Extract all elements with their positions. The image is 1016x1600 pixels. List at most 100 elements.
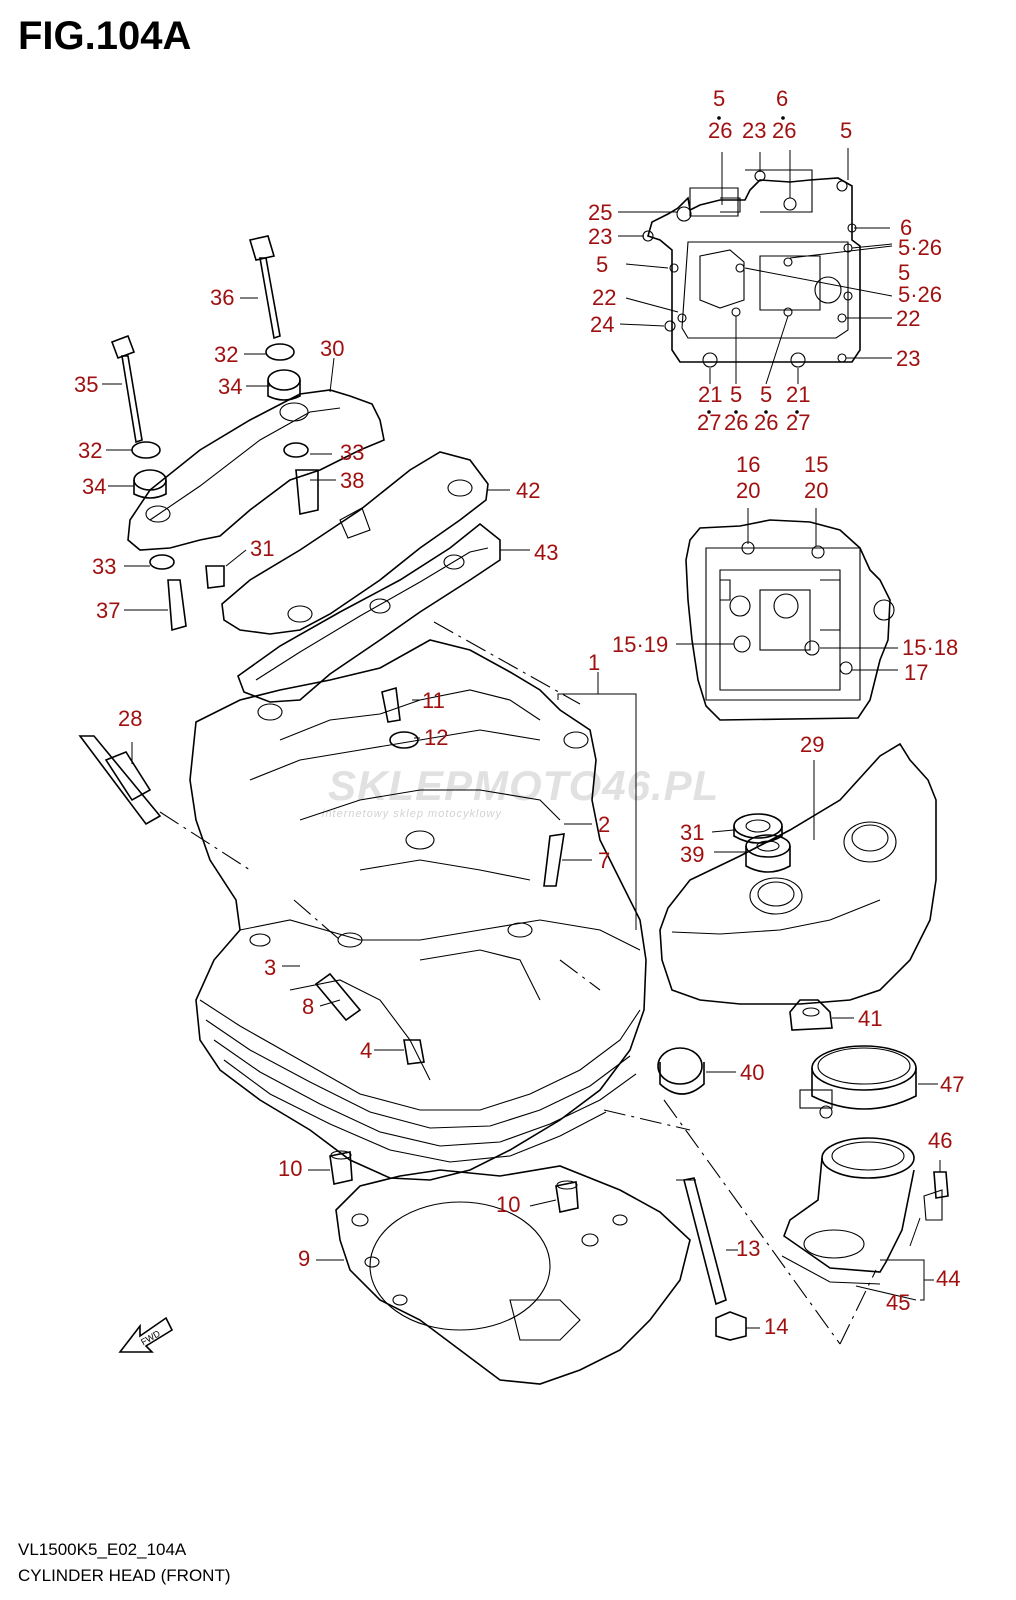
callout: 23 [588,224,612,249]
figure-code: VL1500K5_E02_104A [18,1540,187,1559]
cover-plate-detail [642,169,861,368]
callout: 43 [534,540,558,565]
callout: 31 [680,820,704,845]
callout: 5 [730,382,742,407]
callout: 5 [898,260,910,285]
callout: 20 [804,478,828,503]
callout: 5 [840,118,852,143]
callout: 26 [724,410,748,435]
callout: 40 [740,1060,764,1085]
callout: 15·18 [902,635,958,660]
callout: 27 [697,410,721,435]
callout: 28 [118,706,142,731]
callout: 22 [896,306,920,331]
fwd-label: FWD [139,1328,162,1347]
spark-plug-28 [78,735,162,826]
plug-40 [657,1047,705,1095]
callout: 42 [516,478,540,503]
callout: 46 [928,1128,952,1153]
callout: 2 [598,812,610,837]
left-upper-leaders [102,297,530,611]
callout: 38 [340,468,364,493]
fwd-arrow-icon: FWD [118,1316,174,1353]
callout: 23 [896,346,920,371]
callout: 23 [742,118,766,143]
callout: 10 [278,1156,302,1181]
callout: 33 [92,554,116,579]
callout: 22 [592,285,616,310]
cylinder-head-cover-top [127,389,385,551]
callout: 31 [250,536,274,561]
callout: 24 [590,312,614,337]
callout: 26 [708,118,732,143]
gasket-43 [237,522,501,703]
callout: 33 [340,440,364,465]
callout: 16 [736,452,760,477]
callout: 11 [422,688,445,713]
watermark-subtitle: internetowy sklep motocyklowy [322,808,503,820]
callout: 5 [596,252,608,277]
callout: 21 [786,382,810,407]
callout: 6 [900,215,912,240]
callout: 6 [776,86,788,111]
callout: 44 [936,1266,960,1291]
callout: 25 [588,200,612,225]
head-top-view-leaders [676,508,898,671]
alignment-lines [159,621,877,1345]
clamp-47 [799,1045,917,1119]
callout: 7 [598,848,610,873]
callout: 5 [760,382,772,407]
callout-labels: 5 26 6 23 26 5 25 23 6 5·26 5 5 22 5·26 … [74,86,964,1339]
callout: 26 [772,118,796,143]
figure-title: FIG.104A [18,14,192,58]
callout: 29 [800,732,824,757]
cap-41 [789,999,833,1031]
grommet-31 [733,813,783,844]
nut-14 [715,1311,747,1341]
callout: 15 [804,452,828,477]
gasket-9 [335,1165,691,1385]
gasket-42 [221,451,489,635]
dowels-10 [329,1150,579,1213]
callout: 4 [360,1038,372,1063]
callout: 27 [786,410,810,435]
stud-13 [683,1177,727,1306]
callout: 39 [680,842,704,867]
intake-pipe-44 [781,1137,915,1285]
callout: 34 [218,374,242,399]
cylinder-head-top-view [685,519,895,721]
callout: 20 [736,478,760,503]
callout: 21 [698,382,722,407]
callout: 17 [904,660,928,685]
callout: 13 [736,1236,760,1261]
callout: 10 [496,1192,520,1217]
cover-plate-leaders [618,148,893,385]
callout: 14 [764,1314,788,1339]
callout: 5 [713,86,725,111]
callout: 1 [588,650,600,675]
callout: 36 [210,285,234,310]
callout: 5·26 [898,235,942,260]
right-lower-leaders [706,1017,941,1301]
callout: 15·19 [612,632,668,657]
watermark: SKLEPMOTO46.PL [328,762,720,809]
bolt-46 [923,1171,949,1221]
callout: 3 [264,955,276,980]
callout: 9 [298,1246,310,1271]
bolts-left [110,235,319,632]
callout: 32 [214,342,238,367]
callout: 37 [96,598,120,623]
callout: 34 [82,474,106,499]
callout: 35 [74,372,98,397]
main-leaders [131,672,760,1329]
callout: 32 [78,438,102,463]
cylinder-head-cover [659,742,937,1005]
figure-caption: CYLINDER HEAD (FRONT) [18,1566,231,1585]
callout: 12 [424,725,448,750]
callout: 45 [886,1290,910,1315]
callout: 47 [940,1072,964,1097]
callout: 5·26 [898,282,942,307]
callout: 41 [858,1006,882,1031]
callout: 30 [320,336,344,361]
